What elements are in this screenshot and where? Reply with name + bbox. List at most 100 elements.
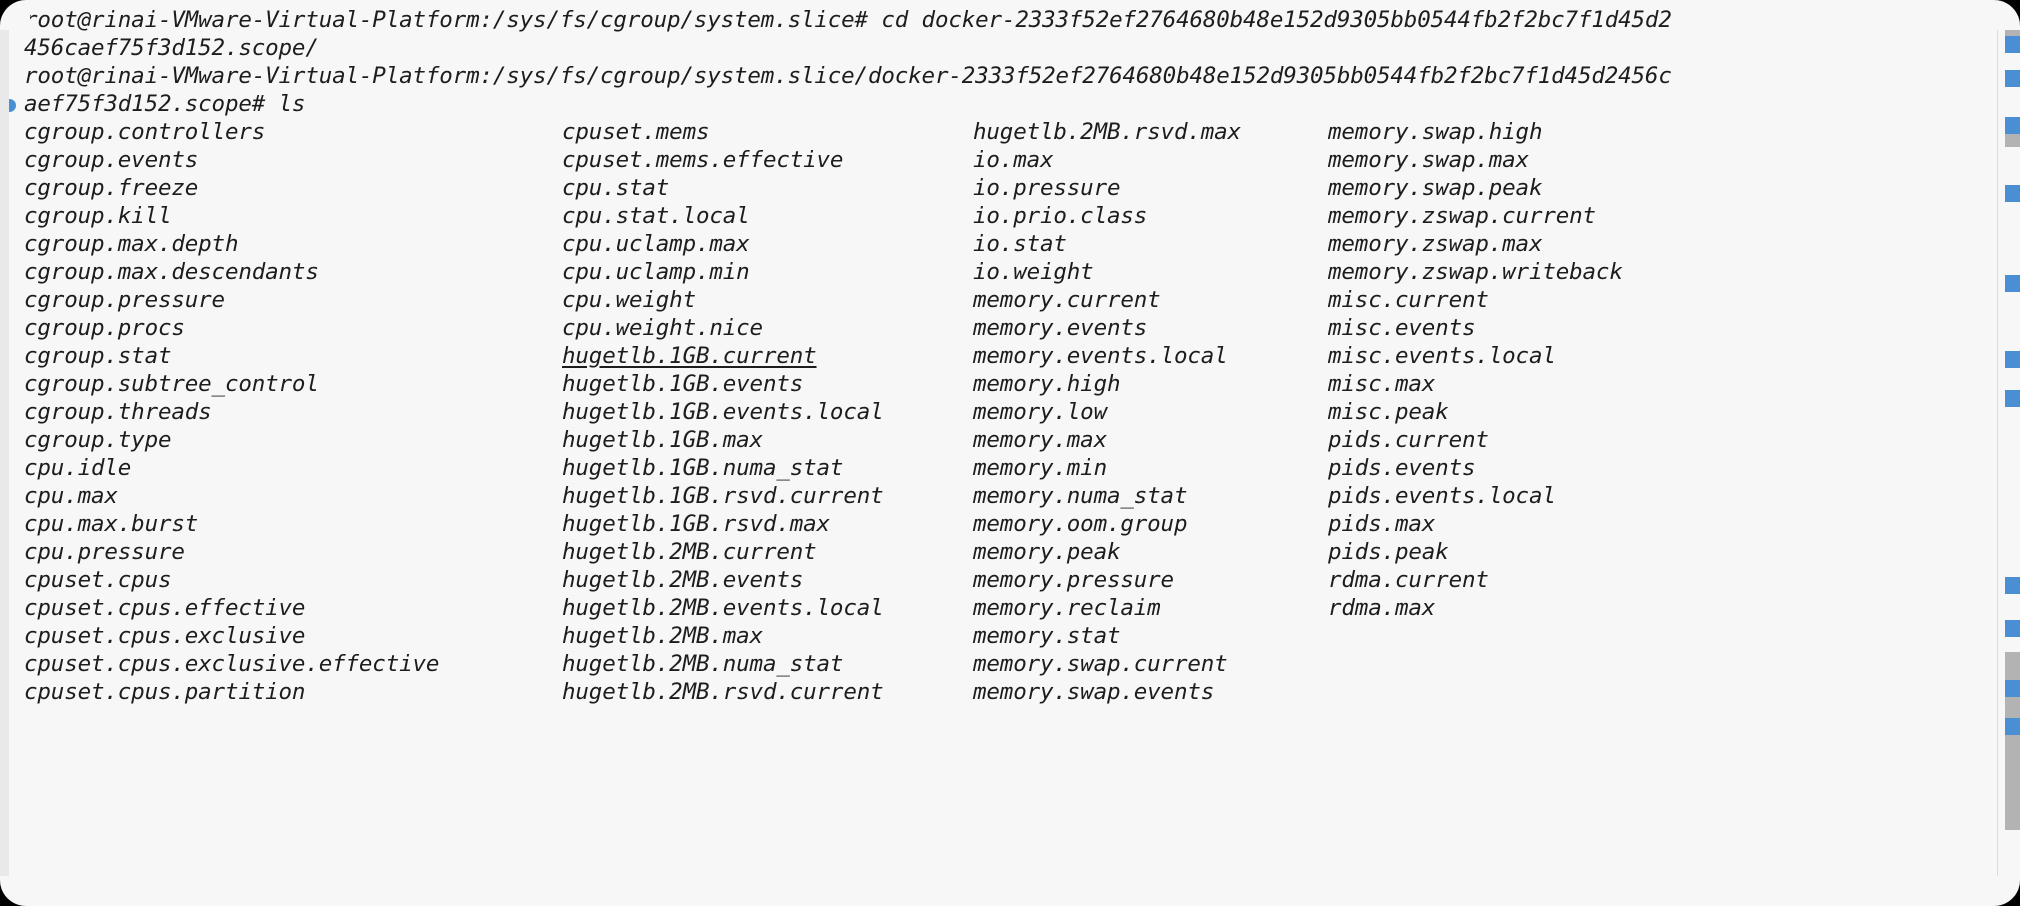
ls-entry[interactable]: hugetlb.1GB.current: [562, 343, 817, 369]
ls-entry[interactable]: cpu.idle: [24, 455, 132, 481]
ls-entry[interactable]: memory.stat: [973, 623, 1121, 649]
ls-entry[interactable]: memory.swap.peak: [1328, 175, 1543, 201]
ls-entry[interactable]: memory.min: [973, 455, 1107, 481]
ls-entry[interactable]: io.prio.class: [973, 203, 1148, 229]
ls-output-row: cgroup.max.depth cpu.uclamp.max io.stat mem…: [0, 230, 2020, 258]
ls-entry[interactable]: cpu.pressure: [24, 539, 185, 565]
scrollbar-thumb-segment-top[interactable]: [2005, 30, 2020, 39]
ls-output-row: cpuset.cpus hugetlb.2MB.events memory.pres…: [0, 566, 2020, 594]
ls-entry[interactable]: hugetlb.2MB.rsvd.max: [973, 119, 1241, 145]
ls-entry[interactable]: memory.events.local: [973, 343, 1228, 369]
vertical-scrollbar[interactable]: [1997, 0, 2020, 906]
shell-prompt-text: root@rinai-VMware-Virtual-Platform:/sys/…: [24, 7, 1672, 33]
ls-entry[interactable]: hugetlb.1GB.max: [562, 427, 763, 453]
ls-entry[interactable]: hugetlb.2MB.numa_stat: [562, 651, 844, 677]
scrollbar-search-mark: [2005, 390, 2020, 407]
ls-entry[interactable]: rdma.max: [1328, 595, 1436, 621]
ls-entry[interactable]: cpu.stat.local: [562, 203, 750, 229]
ls-entry[interactable]: hugetlb.2MB.events.local: [562, 595, 884, 621]
shell-prompt-continuation: 456caef75f3d152.scope/: [0, 34, 2020, 62]
ls-entry[interactable]: hugetlb.2MB.max: [562, 623, 763, 649]
ls-entry[interactable]: io.stat: [973, 231, 1067, 257]
ls-entry[interactable]: cgroup.controllers: [24, 119, 266, 145]
ls-output-row: cpu.max.burst hugetlb.1GB.rsvd.max memory.…: [0, 510, 2020, 538]
ls-entry[interactable]: cgroup.stat: [24, 343, 172, 369]
ls-entry[interactable]: hugetlb.1GB.events: [562, 371, 804, 397]
ls-entry[interactable]: memory.swap.max: [1328, 147, 1529, 173]
shell-prompt-text: aef75f3d152.scope# ls: [24, 91, 306, 117]
ls-output-row: cpuset.cpus.exclusive.effective hugetlb.2…: [0, 650, 2020, 678]
ls-entry[interactable]: pids.max: [1328, 511, 1436, 537]
ls-entry[interactable]: memory.swap.events: [973, 679, 1215, 705]
ls-entry[interactable]: cpuset.cpus.exclusive: [24, 623, 306, 649]
ls-output-row: cgroup.controllers cpuset.mems hugetlb.2MB…: [0, 118, 2020, 146]
ls-entry[interactable]: pids.events.local: [1328, 483, 1556, 509]
ls-entry[interactable]: memory.numa_stat: [973, 483, 1188, 509]
ls-output-row: cgroup.max.descendants cpu.uclamp.min io.w…: [0, 258, 2020, 286]
ls-entry[interactable]: io.weight: [973, 259, 1094, 285]
ls-entry[interactable]: cgroup.subtree_control: [24, 371, 319, 397]
ls-entry[interactable]: memory.peak: [973, 539, 1121, 565]
ls-entry[interactable]: cgroup.pressure: [24, 287, 225, 313]
ls-entry[interactable]: memory.oom.group: [973, 511, 1188, 537]
ls-entry[interactable]: hugetlb.2MB.current: [562, 539, 817, 565]
ls-entry[interactable]: cpu.max: [24, 483, 118, 509]
ls-entry[interactable]: memory.swap.high: [1328, 119, 1543, 145]
ls-entry[interactable]: cpuset.mems.effective: [562, 147, 844, 173]
ls-entry[interactable]: misc.events.local: [1328, 343, 1556, 369]
ls-entry[interactable]: memory.high: [973, 371, 1121, 397]
ls-entry[interactable]: memory.reclaim: [973, 595, 1161, 621]
ls-entry[interactable]: cpu.max.burst: [24, 511, 199, 537]
ls-entry[interactable]: cgroup.procs: [24, 315, 185, 341]
ls-entry[interactable]: pids.peak: [1328, 539, 1449, 565]
ls-output-row: cgroup.type hugetlb.1GB.max memory.max pids…: [0, 426, 2020, 454]
ls-entry[interactable]: cpuset.cpus.exclusive.effective: [24, 651, 440, 677]
ls-entry[interactable]: pids.current: [1328, 427, 1489, 453]
ls-entry[interactable]: cgroup.type: [24, 427, 172, 453]
ls-entry[interactable]: cpu.weight: [562, 287, 696, 313]
ls-entry[interactable]: cpu.weight.nice: [562, 315, 763, 341]
ls-entry[interactable]: misc.peak: [1328, 399, 1449, 425]
ls-entry[interactable]: hugetlb.1GB.numa_stat: [562, 455, 844, 481]
ls-entry[interactable]: cgroup.max.descendants: [24, 259, 319, 285]
ls-entry[interactable]: cpuset.cpus.effective: [24, 595, 306, 621]
ls-output-row: cgroup.procs cpu.weight.nice memory.events…: [0, 314, 2020, 342]
ls-entry[interactable]: hugetlb.1GB.events.local: [562, 399, 884, 425]
ls-entry[interactable]: io.max: [973, 147, 1054, 173]
ls-entry[interactable]: hugetlb.1GB.rsvd.max: [562, 511, 830, 537]
ls-entry[interactable]: cpuset.mems: [562, 119, 710, 145]
ls-entry[interactable]: misc.current: [1328, 287, 1489, 313]
ls-entry[interactable]: memory.swap.current: [973, 651, 1228, 677]
ls-entry[interactable]: io.pressure: [973, 175, 1121, 201]
ls-entry[interactable]: memory.zswap.max: [1328, 231, 1543, 257]
ls-entry[interactable]: memory.low: [973, 399, 1107, 425]
ls-entry[interactable]: memory.zswap.writeback: [1328, 259, 1623, 285]
ls-entry[interactable]: memory.current: [973, 287, 1161, 313]
ls-entry[interactable]: hugetlb.2MB.rsvd.current: [562, 679, 884, 705]
ls-entry[interactable]: cpu.uclamp.max: [562, 231, 750, 257]
ls-entry[interactable]: cgroup.kill: [24, 203, 172, 229]
ls-entry[interactable]: cgroup.freeze: [24, 175, 199, 201]
ls-entry[interactable]: cgroup.threads: [24, 399, 212, 425]
ls-entry[interactable]: pids.events: [1328, 455, 1476, 481]
ls-entry[interactable]: cpu.uclamp.min: [562, 259, 750, 285]
ls-entry[interactable]: hugetlb.2MB.events: [562, 567, 804, 593]
ls-entry[interactable]: misc.max: [1328, 371, 1436, 397]
ls-entry[interactable]: cgroup.events: [24, 147, 199, 173]
ls-entry[interactable]: cpu.stat: [562, 175, 670, 201]
ls-entry[interactable]: rdma.current: [1328, 567, 1489, 593]
scrollbar-search-mark: [2005, 36, 2020, 53]
ls-entry[interactable]: cgroup.max.depth: [24, 231, 239, 257]
scrollbar-thumb-segment-main[interactable]: [2005, 652, 2020, 830]
ls-entry[interactable]: memory.events: [973, 315, 1148, 341]
ls-output-row: cpu.idle hugetlb.1GB.numa_stat memory.min p…: [0, 454, 2020, 482]
ls-entry[interactable]: cpuset.cpus.partition: [24, 679, 306, 705]
ls-entry[interactable]: memory.zswap.current: [1328, 203, 1596, 229]
shell-prompt-line: aef75f3d152.scope# ls: [0, 90, 2020, 118]
ls-entry[interactable]: memory.max: [973, 427, 1107, 453]
ls-entry[interactable]: hugetlb.1GB.rsvd.current: [562, 483, 884, 509]
ls-entry[interactable]: cpuset.cpus: [24, 567, 172, 593]
ls-entry[interactable]: misc.events: [1328, 315, 1476, 341]
ls-entry[interactable]: memory.pressure: [973, 567, 1174, 593]
